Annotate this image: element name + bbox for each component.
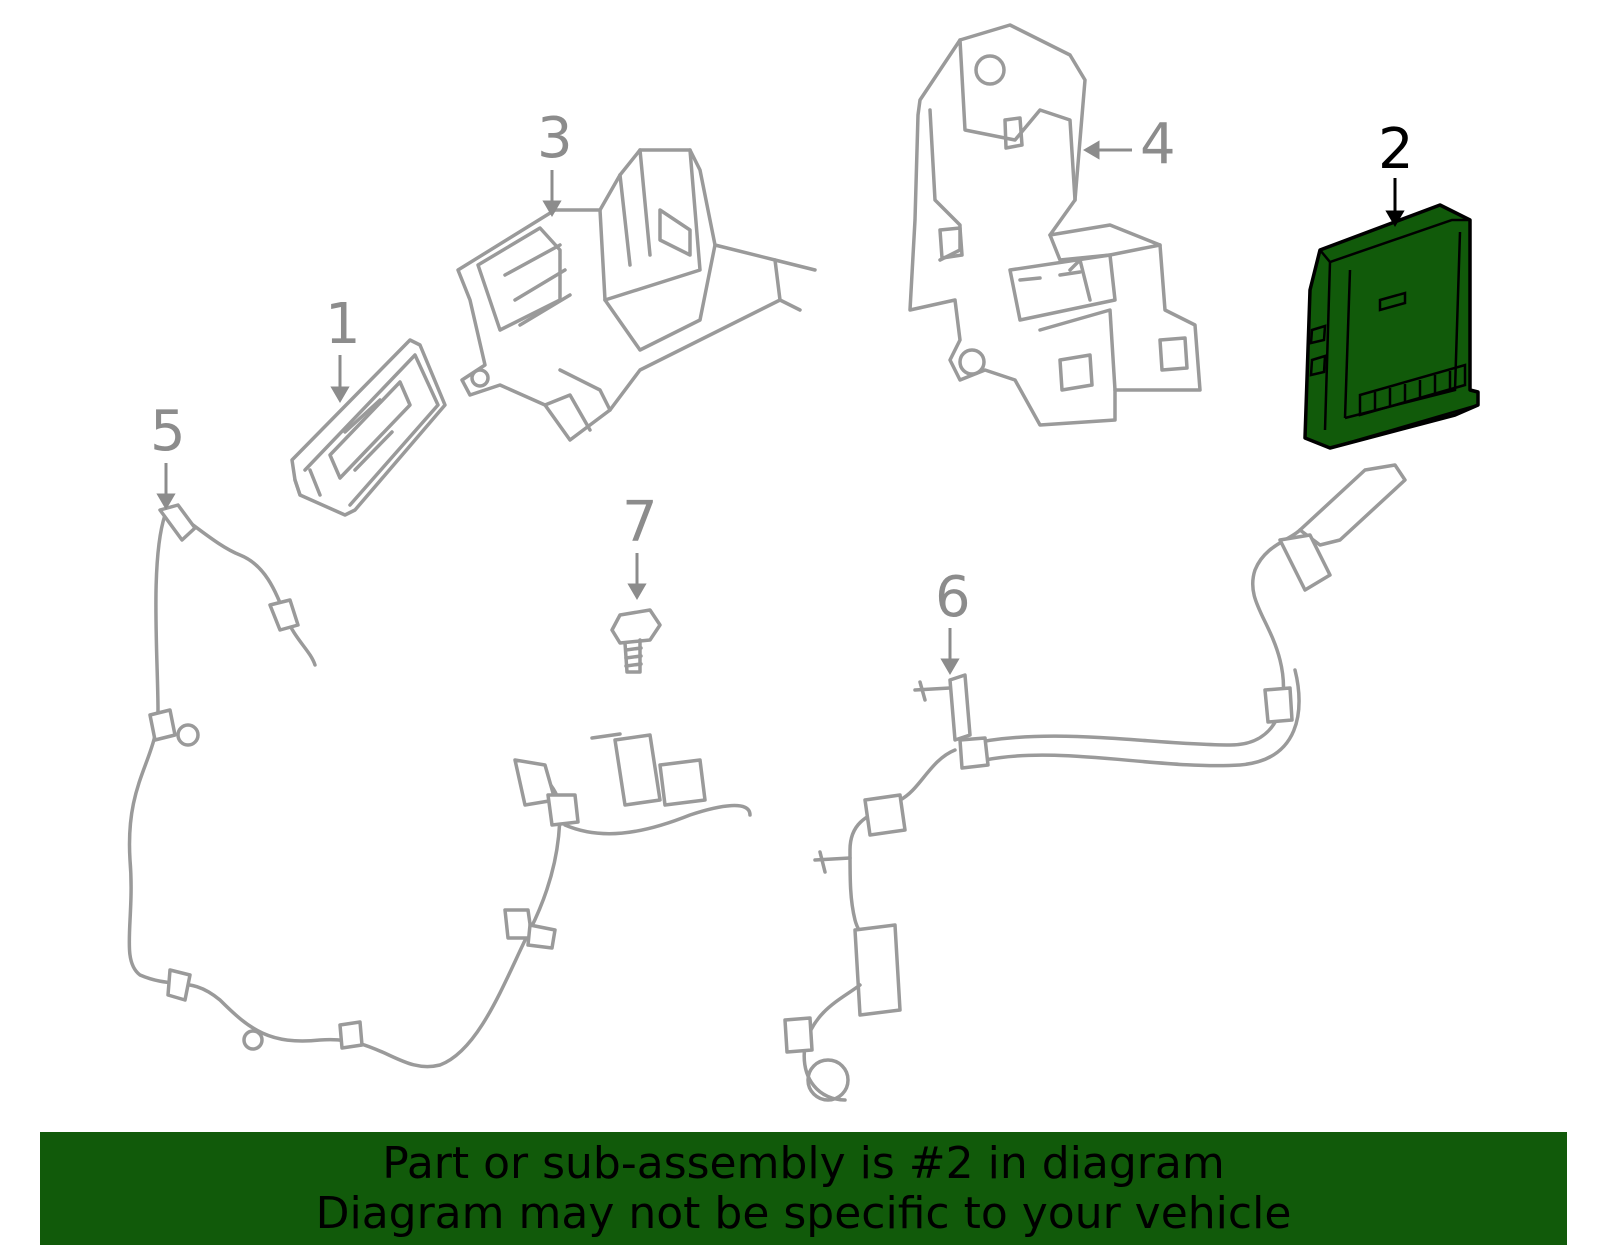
leader-2-arrow xyxy=(1385,210,1405,227)
leader-6-arrow xyxy=(940,658,960,675)
part-6-harness[interactable] xyxy=(783,463,1407,1102)
callout-4: 4 xyxy=(1140,112,1176,177)
leader-4-arrow xyxy=(1083,140,1100,160)
part-7-bolt[interactable] xyxy=(610,608,662,674)
leader-7-arrow xyxy=(627,583,647,600)
leader-3-arrow xyxy=(542,200,562,217)
callout-7: 7 xyxy=(622,490,658,555)
part-1-module[interactable] xyxy=(290,338,447,517)
notice-banner: Part or sub-assembly is #2 in diagram Di… xyxy=(40,1132,1567,1245)
leader-1-arrow xyxy=(330,386,350,403)
part-5-harness[interactable] xyxy=(127,503,752,1069)
part-3-bracket[interactable] xyxy=(456,148,817,442)
part-2-module[interactable] xyxy=(1303,203,1480,450)
banner-line-2: Diagram may not be specific to your vehi… xyxy=(315,1187,1292,1239)
callout-6: 6 xyxy=(935,565,971,630)
callout-1: 1 xyxy=(325,292,361,357)
callout-2: 2 xyxy=(1378,117,1414,182)
callout-5: 5 xyxy=(150,399,186,464)
part-4-bracket[interactable] xyxy=(908,23,1202,427)
callout-3: 3 xyxy=(537,106,573,171)
leader-5-arrow xyxy=(156,493,176,510)
banner-line-1: Part or sub-assembly is #2 in diagram xyxy=(382,1137,1225,1189)
